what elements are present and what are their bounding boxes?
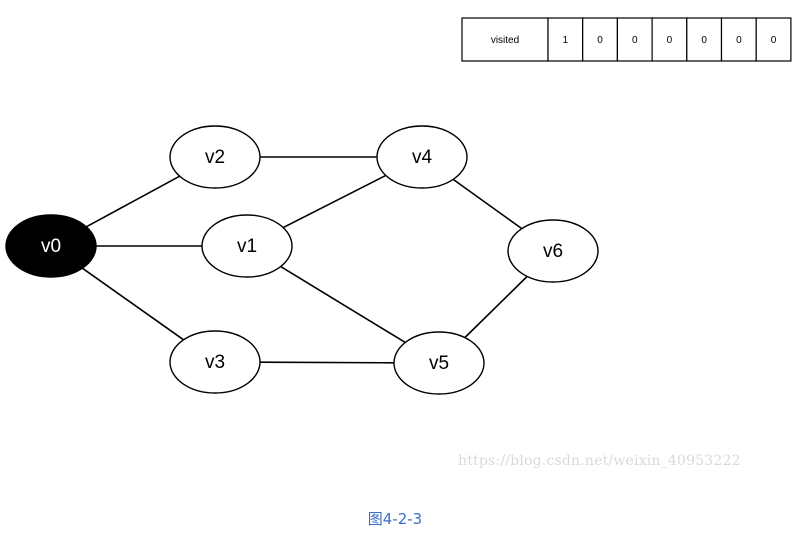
visited-value-3: 0 [667,35,673,46]
edge-v0-v3 [81,267,185,341]
node-v0-label: v0 [41,236,61,257]
node-v6-label: v6 [543,241,563,262]
node-v1-label: v1 [237,236,257,257]
node-v4: v4 [376,125,468,189]
node-v2: v2 [169,125,261,189]
visited-cell-0 [547,17,584,62]
visited-value-2: 0 [632,35,638,46]
node-v0: v0 [5,214,97,278]
node-v3: v3 [169,330,261,394]
visited-array-table: visited 1 0 0 0 0 0 0 [461,17,792,62]
visited-value-0: 1 [563,35,569,46]
edge-v1-v4 [282,174,387,229]
node-v4-label: v4 [412,147,433,168]
node-v2-label: v2 [205,147,225,168]
edge-v0-v2 [85,175,181,228]
visited-cell-3 [651,17,688,62]
watermark-url: https://blog.csdn.net/weixin_40953222 [458,453,741,469]
node-v0-ellipse [5,214,97,278]
visited-value-5: 0 [736,35,742,46]
node-v1-ellipse [201,214,293,278]
visited-value-1: 0 [597,35,603,46]
figure-caption: 图4-2-3 [367,510,423,528]
visited-label-text: visited [491,35,519,46]
node-v6-ellipse [507,219,599,283]
graph-nodes: v0 v1 v2 v3 v4 v5 v6 [5,125,599,395]
visited-value-4: 0 [701,35,707,46]
edge-v1-v5 [280,265,406,344]
node-v5-label: v5 [429,353,449,374]
visited-cell-6 [755,17,792,62]
node-v4-ellipse [376,125,468,189]
node-v2-ellipse [169,125,261,189]
edge-v3-v5 [259,361,395,364]
visited-cell-5 [720,17,757,62]
visited-value-6: 0 [771,35,777,46]
visited-label-cell [461,17,549,62]
node-v3-ellipse [169,330,261,394]
graph-edges [81,156,528,364]
node-v3-label: v3 [205,352,225,373]
edge-v5-v6 [464,275,528,339]
visited-cell-4 [686,17,723,62]
node-v5: v5 [393,331,485,395]
node-v5-ellipse [393,331,485,395]
edge-v4-v6 [452,178,523,230]
node-v6: v6 [507,219,599,283]
node-v1: v1 [201,214,293,278]
